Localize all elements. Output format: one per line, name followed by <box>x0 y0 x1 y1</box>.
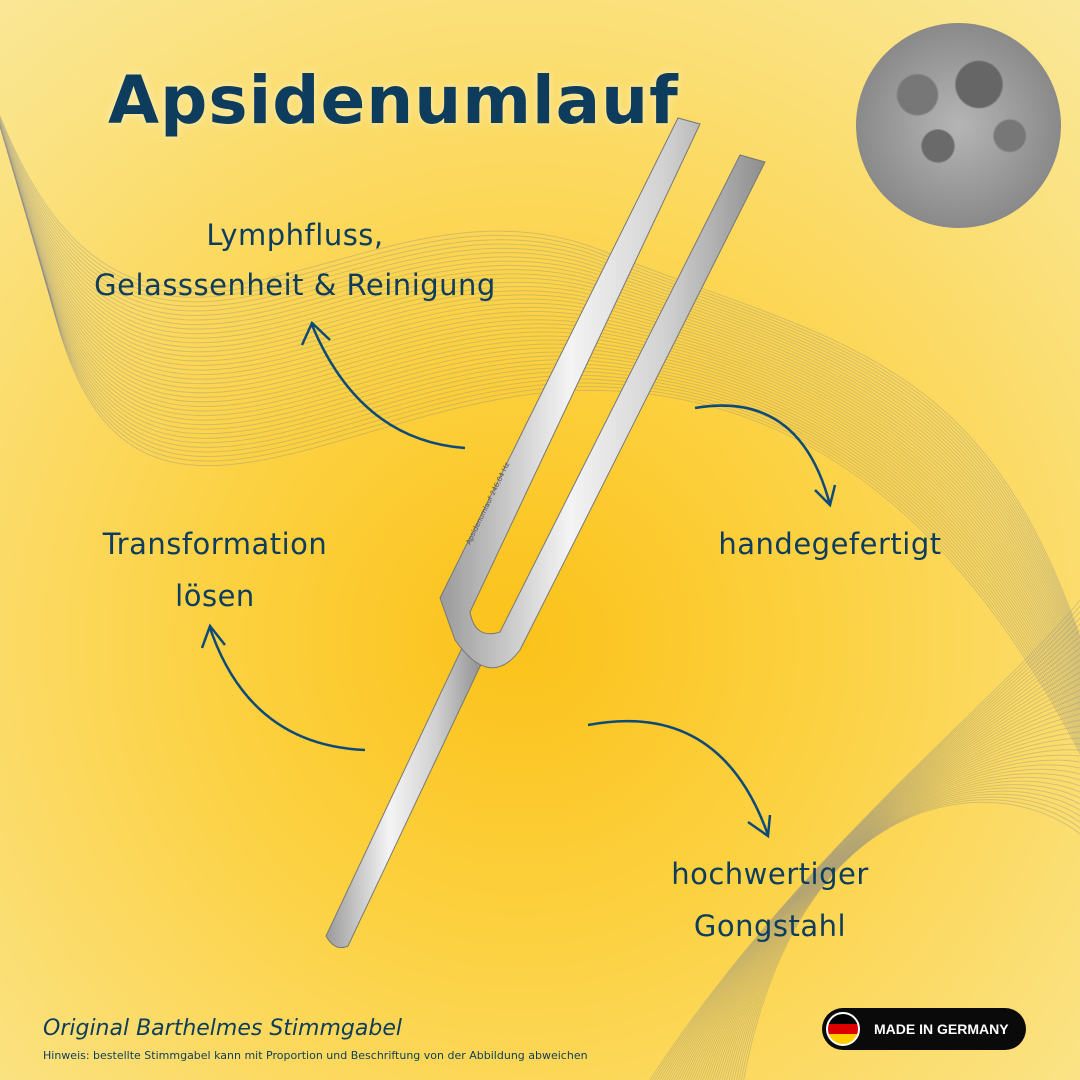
wave-line <box>0 119 1080 648</box>
feature-steel: hochwertiger Gongstahl <box>630 848 910 952</box>
wave-line <box>19 191 1080 704</box>
wave-line <box>649 599 1080 1080</box>
wave-line <box>716 764 1080 1080</box>
wave-line <box>15 179 1080 698</box>
wave-line <box>733 790 1080 1080</box>
german-flag-icon <box>826 1012 860 1046</box>
wave-line <box>699 725 1080 1080</box>
wave-line <box>738 796 1080 1080</box>
disclaimer-text: Hinweis: bestellte Stimmgabel kann mit P… <box>43 1049 588 1062</box>
arrow-lymph <box>300 320 466 450</box>
wave-line <box>0 115 1080 642</box>
moon-image <box>856 23 1061 228</box>
wave-line <box>714 759 1080 1080</box>
wave-line <box>723 777 1080 1080</box>
wave-line <box>10 161 1080 689</box>
wave-line <box>0 122 1080 657</box>
wave-line <box>1 131 1080 675</box>
wave-line <box>2 137 1080 678</box>
wave-line <box>671 653 1080 1080</box>
wave-line <box>707 743 1080 1080</box>
wave-line <box>692 707 1080 1080</box>
wave-line <box>673 659 1080 1080</box>
wave-line <box>13 173 1080 695</box>
wave-line <box>654 611 1080 1080</box>
wave-line <box>656 617 1080 1080</box>
feature-transformation: Transformation lösen <box>60 518 370 622</box>
wave-line <box>0 124 1080 669</box>
wave-line <box>0 120 1080 651</box>
feature-lymph-line2: Gelasssenheit & Reinigung <box>94 268 496 302</box>
wave-line <box>711 754 1080 1080</box>
wave-line <box>678 671 1080 1080</box>
wave-line <box>666 641 1080 1080</box>
feature-lymph: Lymphfluss, Gelasssenheit & Reinigung <box>80 210 510 310</box>
wave-line <box>0 124 1080 666</box>
wave-line <box>6 149 1080 684</box>
wave-line <box>675 665 1080 1080</box>
wave-line <box>690 701 1080 1080</box>
page-title: Apsidenumlauf <box>108 62 679 139</box>
wave-line <box>20 197 1080 707</box>
wave-line <box>687 695 1080 1080</box>
wave-line <box>49 293 1080 755</box>
wave-line <box>697 719 1080 1080</box>
wave-line <box>721 772 1080 1080</box>
wave-line <box>659 623 1080 1080</box>
wave-line <box>0 121 1080 654</box>
wave-line <box>743 801 1080 1080</box>
wave-line <box>702 731 1080 1080</box>
badge-label: MADE IN GERMANY <box>874 1021 1009 1037</box>
wave-line <box>680 677 1080 1080</box>
wave-line <box>22 203 1080 710</box>
wave-line <box>668 647 1080 1080</box>
wave-line <box>663 635 1080 1080</box>
arrow-transform <box>200 623 366 752</box>
feature-transformation-line1: Transformation <box>102 527 328 561</box>
wave-line <box>735 793 1080 1080</box>
wave-line <box>17 185 1080 701</box>
wave-line <box>685 689 1080 1080</box>
arrow-steel <box>587 720 772 839</box>
wave-line <box>0 117 1080 645</box>
wave-line <box>728 784 1080 1080</box>
feature-handmade: handegefertigt <box>718 527 942 561</box>
wave-line <box>24 209 1080 713</box>
wave-line <box>731 787 1080 1080</box>
wave-line <box>28 221 1080 719</box>
wave-line <box>726 780 1080 1080</box>
wave-line <box>661 629 1080 1080</box>
original-label: Original Barthelmes Stimmgabel <box>43 1016 402 1041</box>
wave-line <box>719 768 1080 1080</box>
wave-line <box>683 683 1080 1080</box>
wave-line <box>695 713 1080 1080</box>
wave-line <box>8 155 1080 687</box>
arrow-handmade <box>694 404 837 508</box>
feature-transformation-line2: lösen <box>175 579 255 613</box>
wave-line <box>0 125 1080 672</box>
made-in-germany-badge: MADE IN GERMANY <box>822 1008 1026 1050</box>
wave-line <box>0 123 1080 663</box>
wave-line <box>26 215 1080 716</box>
wave-line <box>0 114 1080 639</box>
feature-steel-line1: hochwertiger <box>671 857 869 891</box>
wave-line <box>740 799 1080 1080</box>
wave-line <box>4 143 1080 681</box>
wave-line <box>704 737 1080 1080</box>
wave-line <box>0 122 1080 660</box>
wave-line <box>651 605 1080 1080</box>
wave-line <box>11 167 1080 692</box>
wave-line <box>709 749 1080 1080</box>
feature-lymph-line1: Lymphfluss, <box>206 218 384 252</box>
feature-steel-line2: Gongstahl <box>693 909 847 943</box>
